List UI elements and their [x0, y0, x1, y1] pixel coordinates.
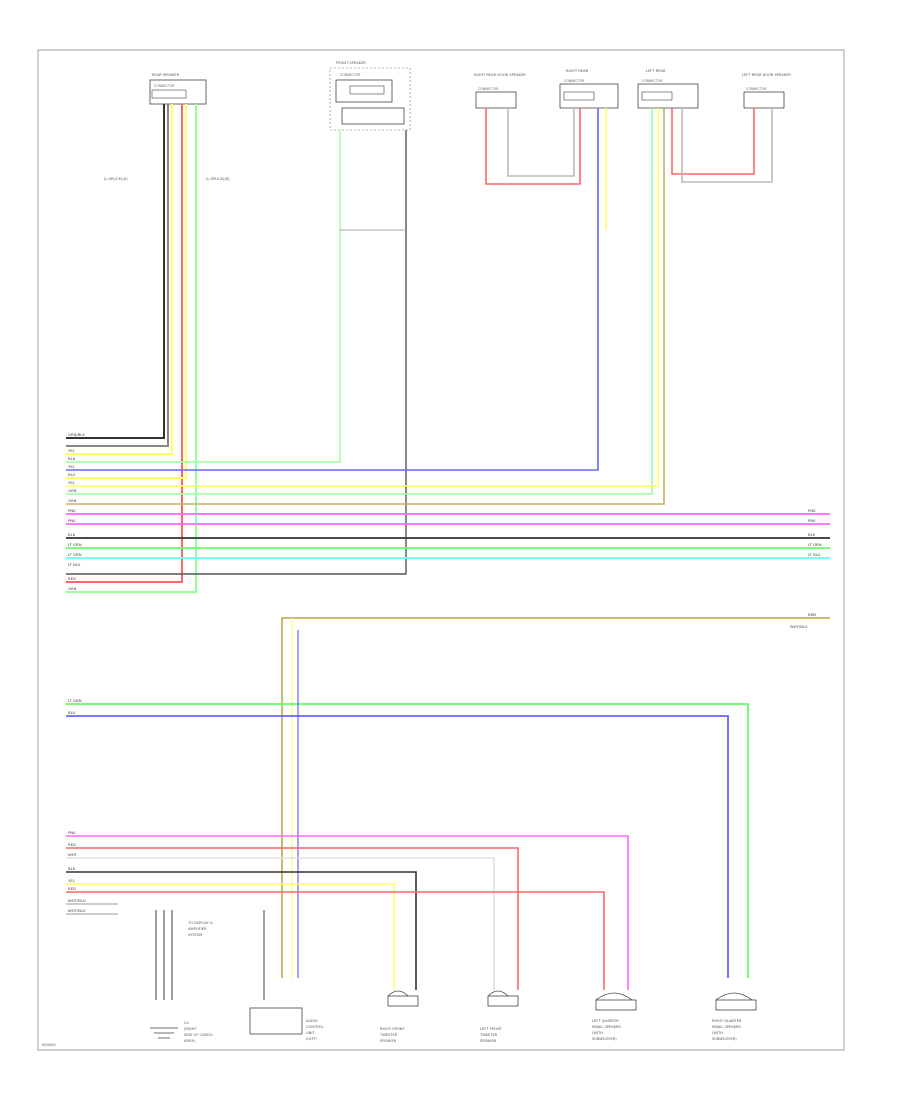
component-right-rear-speaker: RIGHT REAR CONNECTOR — [559, 69, 619, 109]
svg-text:CONTROL: CONTROL — [306, 1025, 324, 1029]
svg-text:PNK: PNK — [68, 518, 76, 523]
svg-text:BLK: BLK — [808, 532, 816, 537]
svg-text:AUDIO: AUDIO — [306, 1019, 318, 1023]
svg-text:GRN: GRN — [68, 498, 77, 503]
svg-text:TO DISPLAY &: TO DISPLAY & — [187, 921, 213, 925]
svg-text:UNIT: UNIT — [306, 1031, 315, 1035]
component-audio-control-unit: AUDIO CONTROL UNIT (LEFT) — [249, 1007, 324, 1041]
component-title: LEFT REAR DOOR SPEAKER — [742, 73, 791, 77]
svg-text:CONNECTOR: CONNECTOR — [478, 87, 499, 91]
svg-text:GRN: GRN — [68, 488, 77, 493]
svg-text:PANEL SPEAKER: PANEL SPEAKER — [592, 1025, 621, 1029]
svg-text:WHT/BLU: WHT/BLU — [790, 624, 808, 629]
svg-text:SPEAKER: SPEAKER — [480, 1039, 497, 1043]
component-front-speaker-left: FRONT SPEAKER CONNECTOR — [329, 61, 411, 131]
svg-text:RED: RED — [68, 576, 76, 581]
component-rear-amplifier: REAR SPEAKER CONNECTOR — [149, 73, 207, 105]
svg-text:SPEAKER: SPEAKER — [380, 1039, 397, 1043]
svg-text:RED: RED — [68, 842, 76, 847]
svg-text:(L-SPLICE)(A): (L-SPLICE)(A) — [104, 177, 128, 181]
component-right-front-tweeter: RIGHT FRONT TWEETER SPEAKER — [379, 990, 419, 1043]
svg-text:CONNECTOR: CONNECTOR — [154, 84, 175, 88]
svg-text:(WITH: (WITH — [592, 1031, 603, 1035]
component-ground-point: G1 (RIGHT SIDE OF CARGO AREA) — [150, 1021, 213, 1043]
svg-text:WHT: WHT — [68, 852, 78, 857]
mid-labels: BRN WHT/BLU LT GRN BLU — [68, 612, 816, 715]
svg-text:LT BLU: LT BLU — [808, 552, 821, 557]
svg-text:LEFT QUARTER: LEFT QUARTER — [592, 1019, 619, 1023]
component-right-subwoofer: RIGHT QUARTER PANEL SPEAKER (WITH SUBWOO… — [712, 992, 757, 1041]
svg-text:SYSTEM: SYSTEM — [188, 933, 202, 937]
svg-text:CONNECTOR: CONNECTOR — [564, 79, 585, 83]
svg-text:YEL: YEL — [68, 878, 76, 883]
svg-text:BRN: BRN — [808, 612, 816, 617]
svg-text:PNK: PNK — [68, 508, 76, 513]
svg-text:LT GRN: LT GRN — [808, 542, 822, 547]
svg-text:YEL: YEL — [68, 464, 76, 469]
svg-text:PNK: PNK — [808, 508, 816, 513]
lower-labels: PNK RED WHT BLK YEL RED WHT/BLU WHT/BLU — [68, 830, 86, 913]
svg-text:BLK: BLK — [68, 456, 76, 461]
svg-text:AMPLIFIER: AMPLIFIER — [188, 927, 207, 931]
page-label: 000000 — [42, 1043, 56, 1047]
svg-text:(RIGHT: (RIGHT — [184, 1027, 197, 1031]
svg-text:TWEETER: TWEETER — [379, 1033, 398, 1037]
bus-right-labels: PNK PNK BLK LT GRN LT BLU — [808, 508, 822, 557]
wires-lower — [66, 835, 629, 1000]
component-title: REAR SPEAKER — [152, 73, 180, 77]
svg-text:RED: RED — [68, 886, 76, 891]
svg-text:GRN: GRN — [68, 586, 77, 591]
svg-text:LT GRN: LT GRN — [68, 698, 82, 703]
svg-text:TWEETER: TWEETER — [479, 1033, 498, 1037]
svg-text:LT BLU: LT BLU — [68, 562, 81, 567]
component-left-front-tweeter: LEFT FRONT TWEETER SPEAKER — [479, 990, 519, 1043]
svg-text:SUBWOOFER): SUBWOOFER) — [592, 1037, 617, 1041]
bus-label-column: GRN/BLK YEL BLK YEL BLU YEL GRN GRN PNK … — [68, 432, 85, 591]
svg-text:AREA): AREA) — [184, 1039, 196, 1043]
svg-text:RIGHT FRONT: RIGHT FRONT — [380, 1027, 405, 1031]
svg-text:GRN/BLK: GRN/BLK — [68, 432, 85, 437]
component-rear-door-speaker-left: LEFT REAR DOOR SPEAKER CONNECTOR — [742, 73, 791, 109]
svg-text:WHT/BLU: WHT/BLU — [68, 898, 86, 903]
wires-top — [66, 104, 773, 593]
svg-text:YEL: YEL — [68, 448, 76, 453]
svg-text:PNK: PNK — [808, 518, 816, 523]
svg-text:PNK: PNK — [68, 830, 76, 835]
svg-text:LEFT FRONT: LEFT FRONT — [480, 1027, 503, 1031]
diagram-frame — [37, 49, 845, 1051]
svg-text:BLK: BLK — [68, 866, 76, 871]
svg-text:LT GRN: LT GRN — [68, 552, 82, 557]
svg-text:SUBWOOFER): SUBWOOFER) — [712, 1037, 737, 1041]
svg-text:(LEFT): (LEFT) — [306, 1037, 318, 1041]
svg-text:G1: G1 — [184, 1021, 189, 1025]
splice-labels: (L-SPLICE)(A) (L-SPLICE)(B) — [104, 177, 230, 181]
svg-text:LT GRN: LT GRN — [68, 542, 82, 547]
component-left-rear-speaker: LEFT REAR CONNECTOR — [637, 69, 699, 109]
component-left-subwoofer: LEFT QUARTER PANEL SPEAKER (WITH SUBWOOF… — [592, 992, 637, 1041]
wires-mid — [66, 617, 830, 978]
svg-text:BLU: BLU — [68, 472, 76, 477]
svg-text:WHT/BLU: WHT/BLU — [68, 908, 86, 913]
svg-text:(L-SPLICE)(B): (L-SPLICE)(B) — [206, 177, 230, 181]
component-title: LEFT REAR — [646, 69, 666, 73]
svg-text:PANEL SPEAKER: PANEL SPEAKER — [712, 1025, 741, 1029]
svg-text:CONNECTOR: CONNECTOR — [746, 87, 767, 91]
note-display-amplifier: TO DISPLAY & AMPLIFIER SYSTEM — [187, 921, 213, 937]
component-title: FRONT SPEAKER — [336, 61, 366, 65]
svg-text:(WITH: (WITH — [712, 1031, 723, 1035]
svg-text:BLK: BLK — [68, 532, 76, 537]
svg-text:SIDE OF CARGO: SIDE OF CARGO — [184, 1033, 213, 1037]
svg-text:CONNECTOR: CONNECTOR — [340, 73, 361, 77]
component-title: RIGHT REAR DOOR SPEAKER — [474, 73, 526, 77]
svg-text:BLU: BLU — [68, 710, 76, 715]
svg-text:YEL: YEL — [68, 480, 76, 485]
component-title: RIGHT REAR — [566, 69, 589, 73]
svg-text:RIGHT QUARTER: RIGHT QUARTER — [712, 1019, 742, 1023]
bus-lines — [66, 513, 830, 559]
svg-text:CONNECTOR: CONNECTOR — [642, 79, 663, 83]
component-rear-door-speaker-right: RIGHT REAR DOOR SPEAKER CONNECTOR — [474, 73, 526, 109]
